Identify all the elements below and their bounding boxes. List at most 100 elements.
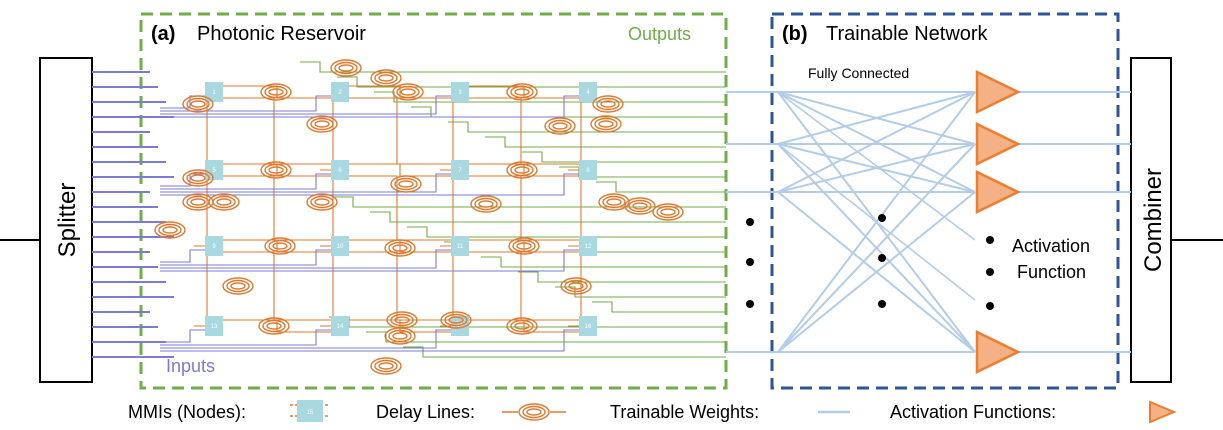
mmi-node: 16 [579, 316, 597, 336]
mmi-node: 10 [331, 236, 349, 256]
output-waveguide [596, 181, 726, 193]
reservoir-interconnect [340, 85, 460, 99]
delay-line [182, 169, 214, 187]
node-input-waveguide [160, 329, 452, 349]
delay-line [506, 317, 538, 335]
output-waveguide [522, 151, 726, 163]
output-waveguide [337, 76, 726, 88]
output-waveguide [592, 301, 726, 313]
node-input-waveguide [160, 249, 580, 272]
reservoir-interconnect [320, 91, 346, 171]
mmi-node-id: 2 [338, 90, 342, 96]
mmi-node: 8 [579, 160, 597, 180]
mmi-node: 7 [451, 160, 469, 180]
combiner: Combiner [1130, 57, 1172, 383]
delay-line [592, 95, 624, 113]
mmi-node-id: 1 [212, 90, 216, 96]
ellipsis-dots-weights [878, 214, 886, 308]
mmi-node-id: 16 [585, 324, 592, 330]
legend-delay-label: Delay Lines: [376, 402, 475, 422]
delay-line [470, 195, 502, 213]
node-input-waveguide [160, 249, 332, 266]
reservoir-interconnect [460, 85, 588, 99]
reservoir-interconnect [214, 239, 340, 253]
delay-line [370, 69, 402, 87]
reservoir-interconnect [460, 239, 588, 253]
delay-line [652, 203, 684, 221]
output-waveguide [485, 136, 726, 148]
delay-line [260, 161, 292, 179]
output-waveguide [300, 61, 726, 73]
reservoir-interconnect [340, 163, 460, 177]
reservoir-interconnect [460, 97, 582, 165]
reservoir-interconnect [194, 91, 220, 171]
network-border [770, 12, 1120, 390]
delay-line [154, 221, 186, 239]
mmi-node-id: 11 [457, 244, 464, 250]
activation-functions [975, 69, 1021, 375]
mmi-node-id: 5 [212, 168, 216, 174]
mmi-node: 5 [205, 160, 223, 180]
mmi-node-id: 8 [586, 168, 590, 174]
reservoir-interconnect [320, 245, 346, 327]
output-waveguide [448, 121, 726, 133]
activation-function [975, 329, 1021, 375]
reservoir-interconnect [568, 245, 594, 327]
reservoir-interconnect [214, 251, 334, 321]
delay-line [560, 277, 592, 295]
reservoir-interconnect [440, 169, 466, 247]
node-input-waveguide [160, 249, 206, 263]
output-waveguide [407, 226, 726, 238]
delay-line [370, 357, 402, 375]
reservoir-interconnect [460, 319, 588, 333]
panel-b-tag: (b) [782, 23, 808, 45]
inputs-label: Inputs [166, 356, 215, 376]
output-waveguide [374, 91, 726, 103]
delay-line [392, 83, 424, 101]
reservoir-interconnect [214, 97, 334, 165]
output-waveguide [333, 196, 726, 208]
delay-line [208, 193, 240, 211]
panel-a-tag: (a) [151, 23, 175, 45]
activation-label-line1: Activation [1012, 236, 1090, 256]
mmi-node: 13 [205, 316, 223, 336]
legend: MMIs (Nodes): 15 Delay Lines: Trainable … [128, 400, 1177, 424]
reservoir-interconnect [214, 85, 340, 99]
reservoir-interconnect [340, 251, 454, 321]
legend-mmi-node-id: 15 [307, 410, 314, 416]
mmi-node: 11 [451, 236, 469, 256]
delay-line [264, 237, 296, 255]
delay-line [260, 83, 292, 101]
node-input-waveguide [160, 173, 206, 187]
legend-activation-label: Activation Functions: [890, 402, 1056, 422]
reservoir-interconnect [460, 175, 582, 241]
node-input-waveguide [160, 173, 332, 190]
activation-function [975, 121, 1021, 167]
delay-line [544, 117, 576, 135]
node-input-waveguide [160, 329, 332, 346]
reservoir-interconnect [194, 245, 220, 327]
output-waveguide [518, 271, 726, 283]
delay-line [590, 115, 622, 133]
legend-weights-label: Trainable Weights: [610, 402, 759, 422]
node-input-waveguide [160, 329, 580, 352]
mmi-node: 9 [205, 236, 223, 256]
splitter: Splitter [39, 57, 93, 383]
reservoir-interconnect [214, 175, 334, 241]
panel-b-title: Trainable Network [826, 23, 989, 45]
delay-line [306, 193, 338, 211]
delay-line [330, 59, 362, 77]
mmi-node-id: 4 [586, 90, 590, 96]
trainable-weight [777, 191, 976, 353]
mmi-node: 2 [331, 82, 349, 102]
mmi-node-id: 7 [458, 168, 462, 174]
output-waveguide [411, 106, 726, 118]
mmi-node: 6 [331, 160, 349, 180]
delay-line [506, 161, 538, 179]
delay-line [306, 115, 338, 133]
splitter-label: Splitter [54, 183, 81, 258]
delay-line [440, 311, 472, 329]
trainable-weight [777, 91, 976, 241]
output-waveguide [366, 331, 726, 343]
